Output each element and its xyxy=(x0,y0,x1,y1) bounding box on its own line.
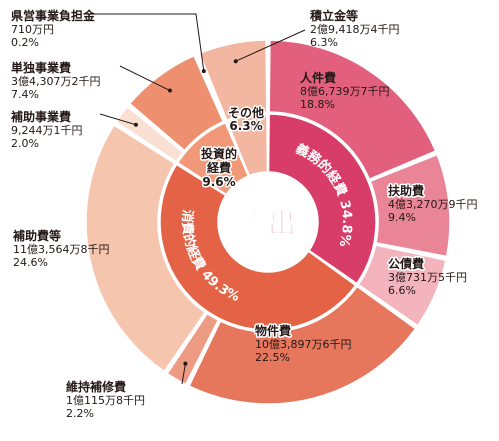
outer-slice-5 xyxy=(85,124,207,373)
outer-slice-9 xyxy=(198,39,268,122)
outer-label-name-7: 単独事業費 xyxy=(11,60,71,75)
outer-label-percent-2: 6.6% xyxy=(388,284,416,297)
center: 歳出 xyxy=(220,174,316,270)
outer-ring xyxy=(85,39,451,405)
outer-label-amount-3: 10億3,897万6千円 xyxy=(255,338,352,351)
outer-label-name-9: 積立金等 xyxy=(309,8,358,23)
outer-label-name-8: 県営事業負担金 xyxy=(11,8,96,23)
outer-label-amount-8: 710万円 xyxy=(11,23,54,36)
leader-dot-4 xyxy=(183,361,188,366)
outer-label-amount-7: 3億4,307万2千円 xyxy=(11,75,101,88)
outer-label-amount-2: 3億731万5千円 xyxy=(388,271,467,284)
outer-label-percent-6: 2.0% xyxy=(11,137,39,150)
outer-label-amount-4: 1億115万8千円 xyxy=(66,394,145,407)
outer-label-name-1: 扶助費 xyxy=(388,183,424,198)
leader-line-4 xyxy=(181,363,186,385)
outer-slice-2 xyxy=(357,244,447,327)
leader-line-9 xyxy=(235,29,306,62)
outer-label-percent-0: 18.8% xyxy=(300,98,335,111)
outer-label-percent-8: 0.2% xyxy=(11,36,39,49)
outer-slice-4 xyxy=(166,312,220,386)
outer-slice-6 xyxy=(114,105,185,163)
leader-dot-6 xyxy=(133,122,138,127)
outer-label-amount-6: 9,244万1千円 xyxy=(11,124,83,137)
inner-slice-2 xyxy=(176,121,250,196)
outer-label-name-4: 維持補修費 xyxy=(66,379,126,394)
leader-dot-7 xyxy=(167,88,172,93)
outer-label-name-3: 物件費 xyxy=(255,323,291,338)
outer-label-percent-4: 2.2% xyxy=(66,407,94,420)
outer-slice-3 xyxy=(188,285,417,405)
center-hole xyxy=(220,174,316,270)
leader-lines xyxy=(92,13,306,385)
chart-title: 歳出 xyxy=(240,207,296,240)
leader-line-7 xyxy=(119,65,171,91)
outer-label-name-6: 補助事業費 xyxy=(10,109,71,124)
outer-label-name-5: 補助費等 xyxy=(12,228,61,243)
outer-label-percent-7: 7.4% xyxy=(11,88,39,101)
leader-dot-8 xyxy=(201,69,206,74)
outer-label-name-2: 公債費 xyxy=(388,256,424,271)
outer-label-percent-3: 22.5% xyxy=(255,351,290,364)
outer-label-percent-5: 24.6% xyxy=(13,256,48,269)
leader-dot-9 xyxy=(233,59,238,64)
outer-label-percent-9: 6.3% xyxy=(310,36,338,49)
outer-label-percent-1: 9.4% xyxy=(388,211,416,224)
outer-label-amount-0: 8億6,739万7千円 xyxy=(300,85,390,98)
inner-slice-1 xyxy=(159,163,357,331)
outer-label-amount-1: 4億3,270万9千円 xyxy=(388,198,478,211)
inner-slice-3 xyxy=(226,113,269,177)
leader-line-6 xyxy=(99,113,137,126)
outer-slice-1 xyxy=(369,153,451,258)
outer-label-amount-9: 2億9,418万4千円 xyxy=(310,23,400,36)
outer-slice-7 xyxy=(128,54,225,152)
outer-label-amount-5: 11億3,564万8千円 xyxy=(13,243,110,256)
inner-ring xyxy=(159,113,377,331)
outer-label-name-0: 人件費 xyxy=(300,70,336,85)
outer-slice-0 xyxy=(268,39,437,181)
inner-slice-0 xyxy=(267,113,377,285)
leader-line-8 xyxy=(92,13,205,72)
